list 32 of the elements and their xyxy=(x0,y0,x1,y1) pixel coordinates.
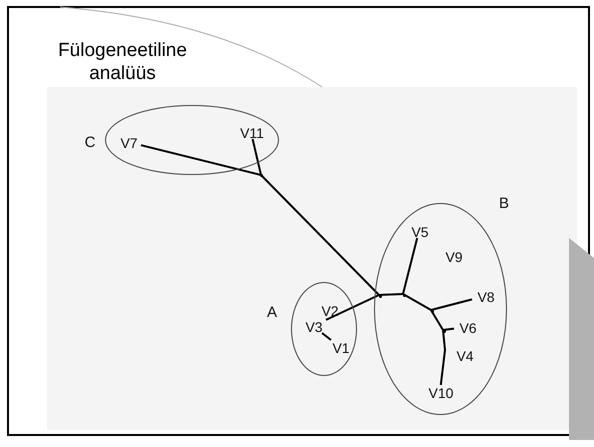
cluster-label: A xyxy=(266,304,278,321)
cluster-label: B xyxy=(498,195,510,212)
branch-point xyxy=(378,294,382,298)
tree-branch xyxy=(430,309,444,331)
title: Fülogeneetiline analüüs xyxy=(57,39,188,85)
branch-point xyxy=(430,310,434,312)
branch-point xyxy=(260,174,262,176)
taxon-label: V11 xyxy=(239,125,265,141)
tree-branch xyxy=(440,330,446,386)
tree-branch xyxy=(260,174,380,296)
tree-branch xyxy=(378,293,404,296)
tree-branch xyxy=(326,294,380,321)
taxon-label: V5 xyxy=(407,224,433,240)
taxon-label: V7 xyxy=(116,135,142,151)
branch-point xyxy=(442,330,446,332)
taxon-label: V4 xyxy=(452,348,478,364)
tree-branch xyxy=(252,138,262,176)
tree-branch xyxy=(140,144,262,176)
tree-branch xyxy=(430,298,472,311)
taxon-label: V1 xyxy=(328,340,354,356)
tree-branch xyxy=(402,293,432,311)
taxon-label: V10 xyxy=(428,385,454,401)
taxon-label: V2 xyxy=(317,303,343,319)
tree-branch xyxy=(321,332,332,341)
taxon-label: V9 xyxy=(441,249,467,265)
branch-point xyxy=(402,294,406,296)
taxon-label: V8 xyxy=(473,289,499,305)
taxon-label: V6 xyxy=(455,320,481,336)
tree-branch xyxy=(442,328,454,331)
taxon-label: V3 xyxy=(301,319,327,335)
tree-branch xyxy=(402,238,418,294)
cluster-label: C xyxy=(84,134,96,151)
